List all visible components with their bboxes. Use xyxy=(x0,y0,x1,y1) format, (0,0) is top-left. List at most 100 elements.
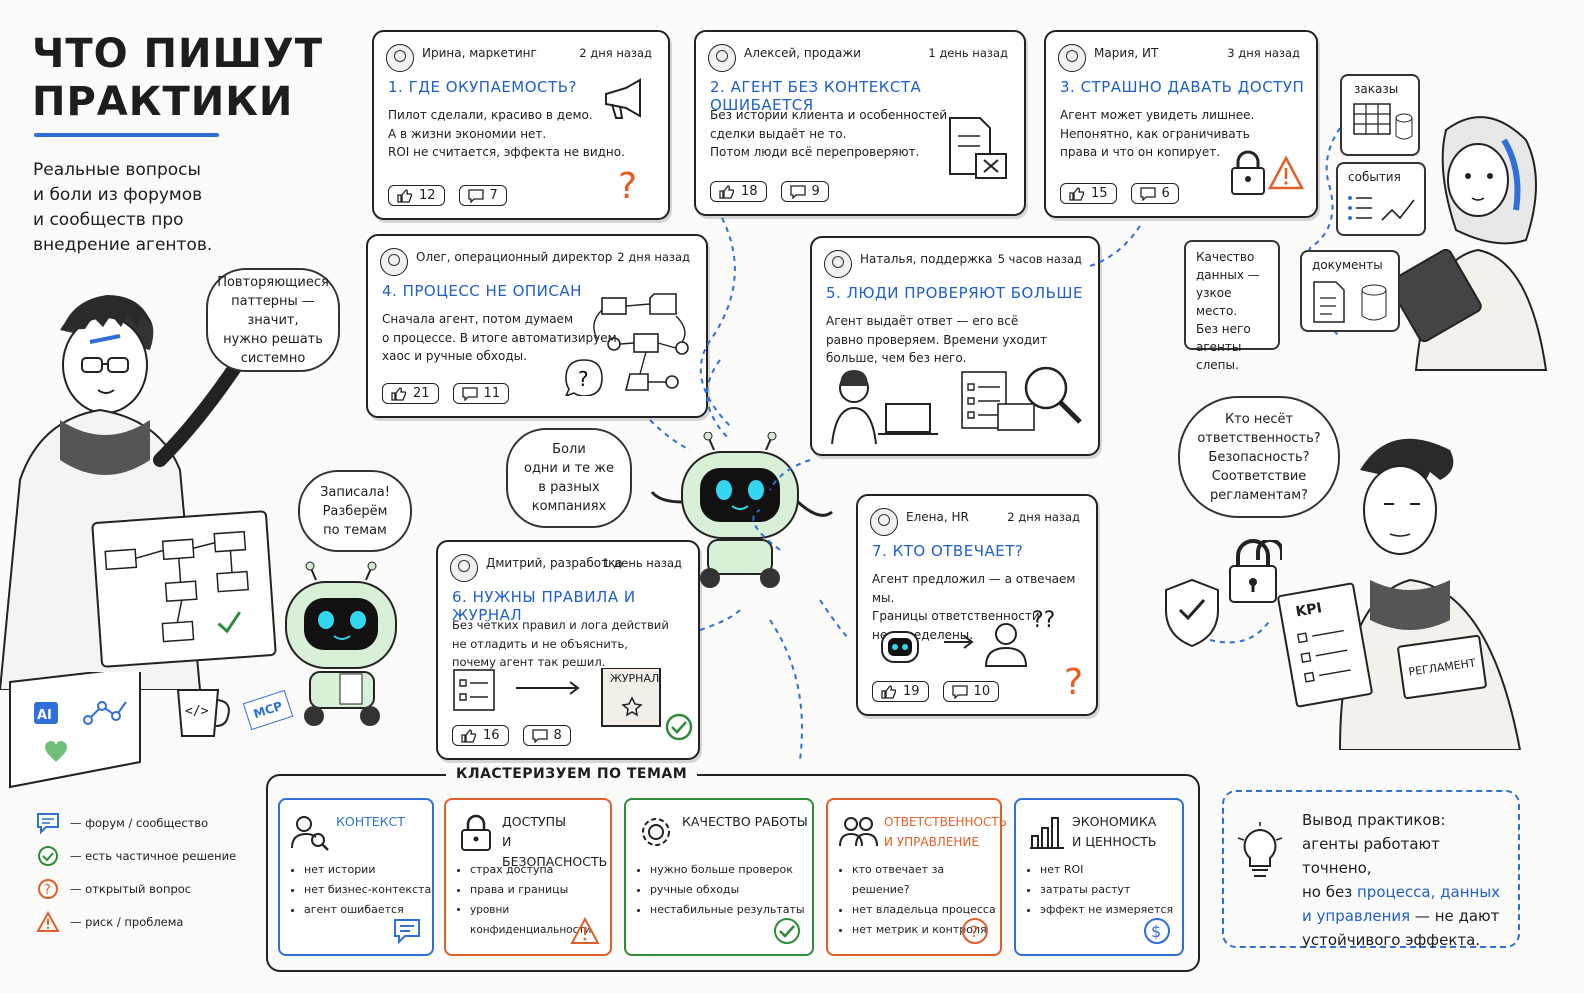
code-icon: </> xyxy=(185,704,209,719)
like-button[interactable]: 18 xyxy=(710,181,767,202)
like-button[interactable]: 16 xyxy=(452,725,509,746)
question-icon: ? xyxy=(618,166,638,207)
cluster-title: ОТВЕТСТВЕННОСТЬ И УПРАВЛЕНИЕ xyxy=(884,815,1007,849)
cluster-point: кто отвечает за решение? xyxy=(852,860,1000,900)
question-circle-icon: ? xyxy=(962,918,988,944)
comment-icon xyxy=(789,184,806,199)
comment-icon xyxy=(461,386,478,401)
avatar xyxy=(450,554,478,582)
warning-icon xyxy=(36,911,60,932)
like-button[interactable]: 12 xyxy=(388,185,445,206)
post-card-1[interactable]: Ирина, маркетинг 2 дня назад 1. ГДЕ ОКУП… xyxy=(372,30,670,220)
comment-icon xyxy=(1139,186,1156,201)
legend-risk: — риск / проблема xyxy=(36,911,183,933)
flowchart-board xyxy=(91,510,277,668)
cluster-heading: КЛАСТЕРИЗУЕМ ПО ТЕМАМ xyxy=(446,766,698,782)
document-error-icon xyxy=(949,117,1007,179)
lock-icon xyxy=(461,814,491,851)
post-card-4[interactable]: Олег, операционный директор 2 дня назад … xyxy=(366,234,708,418)
conclusion-part-2: — не дают устойчивого эффекта. xyxy=(1302,907,1500,949)
comment-button[interactable]: 8 xyxy=(522,725,571,746)
kpi-label: KPI xyxy=(1294,600,1324,621)
gear-icon xyxy=(642,818,670,846)
post-card-3[interactable]: Мария, ИТ 3 дня назад 3. СТРАШНО ДАВАТЬ … xyxy=(1044,30,1318,218)
subtitle: Реальные вопросы и боли из форумов и соо… xyxy=(33,160,213,255)
small-robot-speech-bubble: Записала! Разберём по темам xyxy=(298,470,412,552)
question-icon: ? xyxy=(1064,662,1084,703)
comment-button[interactable]: 11 xyxy=(452,383,510,404)
title-underline xyxy=(34,133,219,137)
post-author: Елена, HR xyxy=(906,510,969,524)
cluster-responsibility[interactable]: ОТВЕТСТВЕННОСТЬ И УПРАВЛЕНИЕ кто отвечае… xyxy=(826,798,1007,956)
like-count: 16 xyxy=(483,728,500,743)
journal-label: ЖУРНАЛ xyxy=(610,672,660,685)
cluster-context[interactable]: КОНТЕКСТ нет историинет бизнес-контекста… xyxy=(278,798,434,956)
post-time: 2 дня назад xyxy=(1007,510,1080,524)
post-card-5[interactable]: Наталья, поддержка 5 часов назад 5. ЛЮДИ… xyxy=(810,236,1100,456)
comment-count: 7 xyxy=(489,188,498,203)
svg-text:?: ? xyxy=(44,883,51,898)
legend-partial-solution: — есть частичное решение xyxy=(36,845,236,867)
like-button[interactable]: 15 xyxy=(1060,183,1117,204)
title-line-2: ПРАКТИКИ xyxy=(32,79,294,125)
legend-forum: — форум / сообщество xyxy=(36,812,208,834)
comment-button[interactable]: 7 xyxy=(458,185,507,206)
reglament-binder: РЕГЛАМЕНТ xyxy=(1396,634,1488,700)
conclusion-highlight: процесса, данных и управления xyxy=(1302,883,1501,925)
document-database-icon xyxy=(1313,281,1387,323)
cluster-point: эффект не измеряется xyxy=(1040,900,1173,920)
cluster-work-quality[interactable]: КАЧЕСТВО РАБОТЫ нужно больше проверокруч… xyxy=(624,798,814,956)
legend-text: — открытый вопрос xyxy=(70,882,192,896)
comment-count: 10 xyxy=(973,684,991,699)
post-author: Наталья, поддержка xyxy=(860,252,993,266)
post-card-7[interactable]: Елена, HR 2 дня назад 7. КТО ОТВЕЧАЕТ? А… xyxy=(856,494,1098,716)
orders-label: заказы xyxy=(1354,82,1399,96)
post-title: 1. ГДЕ ОКУПАЕМОСТЬ? xyxy=(388,78,577,96)
thumbs-up-icon xyxy=(397,188,413,203)
lightbulb-icon xyxy=(1237,822,1283,877)
post-time: 5 часов назад xyxy=(997,252,1082,266)
post-time: 1 день назад xyxy=(602,556,682,570)
chat-badge-icon xyxy=(394,919,420,945)
checklist-journal-illustration xyxy=(453,668,661,727)
comment-button[interactable]: 6 xyxy=(1130,183,1179,204)
conclusion-text: Вывод практиков: агенты работают точнено… xyxy=(1302,808,1502,952)
post-card-2[interactable]: Алексей, продажи 1 день назад 2. АГЕНТ Б… xyxy=(694,30,1026,216)
like-button[interactable]: 19 xyxy=(872,681,929,702)
post-title: 5. ЛЮДИ ПРОВЕРЯЮТ БОЛЬШЕ xyxy=(826,284,1083,302)
like-button[interactable]: 21 xyxy=(382,383,439,404)
cluster-access-security[interactable]: ДОСТУПЫ И БЕЗОПАСНОСТЬ страх доступаправ… xyxy=(444,798,612,956)
events-card: события xyxy=(1336,162,1426,236)
comment-icon xyxy=(951,684,968,699)
cluster-point: нет владельца процесса xyxy=(852,900,1000,920)
comment-icon xyxy=(531,728,548,743)
post-author: Ирина, маркетинг xyxy=(422,46,537,60)
comment-count: 8 xyxy=(553,728,562,743)
conclusion-box xyxy=(1222,790,1520,948)
data-quality-note: Качество данных — узкое место. Без него … xyxy=(1184,240,1280,372)
post-card-6[interactable]: Дмитрий, разработка 1 день назад 6. НУЖН… xyxy=(436,540,700,760)
lock-icon xyxy=(1226,538,1280,604)
comment-button[interactable]: 9 xyxy=(780,181,829,202)
kpi-clipboard: KPI xyxy=(1276,582,1374,708)
person-search-icon xyxy=(291,816,329,851)
small-robot xyxy=(266,560,416,730)
events-chart-icon xyxy=(1348,196,1415,221)
comment-count: 6 xyxy=(1161,186,1170,201)
double-question-mark: ?? xyxy=(1032,608,1056,633)
dollar-circle-icon: $ xyxy=(1144,918,1170,944)
post-body: Сначала агент, потом думаем о процессе. … xyxy=(382,312,617,363)
post-time: 1 день назад xyxy=(928,46,1008,60)
cluster-economics[interactable]: ЭКОНОМИКА И ЦЕННОСТЬ нет ROIзатраты раст… xyxy=(1014,798,1184,956)
post-body: Без чётких правил и лога действий не отл… xyxy=(452,618,669,669)
question-circle-icon: ? xyxy=(38,879,58,899)
comment-icon xyxy=(467,188,484,203)
comment-count: 9 xyxy=(811,184,820,199)
cluster-point: ручные обходы xyxy=(650,880,805,900)
comment-button[interactable]: 10 xyxy=(942,681,1000,702)
post-body: Агент выдаёт ответ — его всё равно прове… xyxy=(826,314,1047,365)
post-title: 3. СТРАШНО ДАВАТЬ ДОСТУП xyxy=(1060,78,1305,96)
page-title: ЧТО ПИШУТ ПРАКТИКИ xyxy=(32,30,323,126)
cluster-panel xyxy=(266,774,1200,972)
robot-to-person-illustration xyxy=(881,623,1028,667)
